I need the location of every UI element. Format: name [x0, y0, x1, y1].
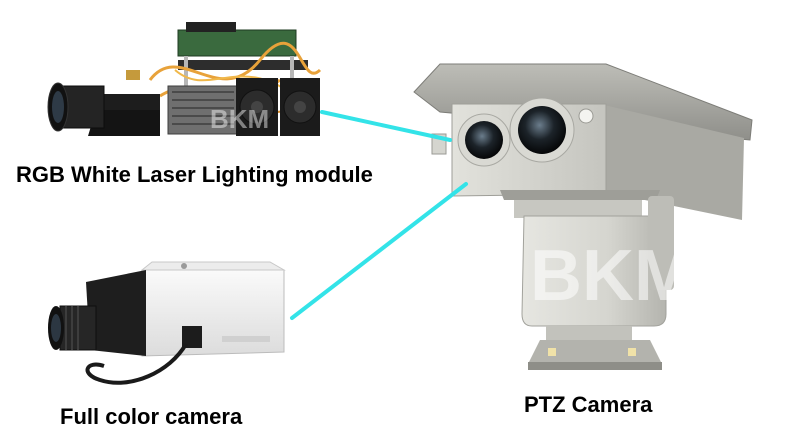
svg-text:BKM: BKM [530, 236, 694, 316]
ptz-camera-illustration: BKM [413, 63, 753, 370]
ptz-camera-label: PTZ Camera [524, 392, 653, 417]
laser-module-illustration: BKM [47, 22, 322, 136]
svg-text:BKM: BKM [210, 104, 269, 134]
full-color-camera-label: Full color camera [60, 404, 243, 429]
connector-camera-to-ptz [290, 182, 468, 320]
connector-laser-to-ptz [320, 110, 452, 142]
full-color-camera-illustration [48, 261, 286, 385]
laser-module-label: RGB White Laser Lighting module [16, 162, 373, 187]
